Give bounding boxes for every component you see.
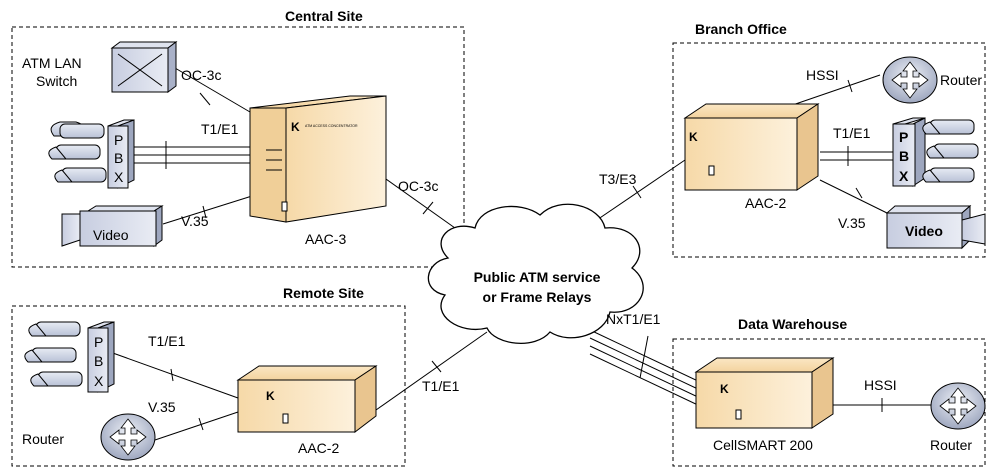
link-label-v35-central: V.35 — [181, 213, 209, 229]
router-warehouse-icon — [930, 382, 986, 430]
phone-icon — [50, 121, 105, 139]
branch-office-title: Branch Office — [695, 21, 787, 37]
atm-lan-switch — [110, 41, 178, 93]
link-label-nxt1e1: NxT1/E1 — [606, 311, 661, 327]
aac2-remote-label: AAC-2 — [298, 440, 339, 456]
remote-site-title: Remote Site — [283, 285, 364, 301]
aac2-remote-brand-icon: K — [266, 389, 275, 403]
router-branch-label: Router — [940, 72, 982, 88]
link-label-oc3c-wan: OC-3c — [398, 178, 438, 194]
atm-lan-switch-label-2: Switch — [36, 73, 77, 89]
aac3-device: K ATM ACCESS CONCENTRATOR — [249, 95, 387, 223]
link-label-hssi-branch: HSSI — [806, 67, 839, 83]
pbx-central — [48, 119, 135, 189]
central-site-title: Central Site — [285, 8, 363, 24]
aac3-label: AAC-3 — [305, 231, 346, 247]
phone-icon — [30, 371, 83, 387]
cellsmart-label: CellSMART 200 — [713, 437, 813, 453]
aac2-branch-device: K — [683, 103, 820, 191]
phone-icon — [922, 167, 975, 183]
phone-icon — [926, 143, 979, 159]
cellsmart-brand-icon: K — [720, 382, 729, 396]
router-warehouse-label: Router — [930, 437, 972, 453]
pbx-central-p: P — [114, 132, 123, 148]
aac2-branch-label: AAC-2 — [745, 195, 786, 211]
cloud-label-line2: or Frame Relays — [483, 289, 592, 305]
link-label-t1e1-central: T1/E1 — [201, 121, 239, 137]
link-label-hssi-warehouse: HSSI — [864, 377, 897, 393]
phone-icon — [28, 321, 81, 337]
data-warehouse-box — [672, 338, 986, 467]
pbx-remote-p: P — [94, 334, 103, 350]
atm-cloud: Public ATM service or Frame Relays — [427, 203, 644, 344]
data-warehouse-title: Data Warehouse — [738, 316, 847, 332]
central-site-box — [11, 26, 465, 268]
pbx-branch-b: B — [899, 148, 909, 164]
phone-icon — [922, 119, 975, 135]
branch-office-box — [672, 42, 986, 258]
cloud-label-line1: Public ATM service — [474, 269, 601, 285]
pbx-central-b: B — [114, 150, 123, 166]
link-label-t1e1-wan: T1/E1 — [422, 378, 460, 394]
phone-icon — [24, 347, 77, 363]
pbx-remote-x: X — [94, 373, 104, 389]
aac3-brand-icon: K — [291, 120, 300, 134]
phone-icon — [48, 144, 101, 160]
aac3-panel-text: ATM ACCESS CONCENTRATOR — [305, 124, 358, 128]
router-remote-label: Router — [22, 431, 64, 447]
link-label-t1e1-remote: T1/E1 — [148, 333, 186, 349]
link-label-oc3c-central: OC-3c — [181, 67, 221, 83]
pbx-remote — [24, 321, 115, 393]
cellsmart-device: K — [694, 357, 835, 429]
link-label-v35-branch: V.35 — [838, 215, 866, 231]
video-camera-central — [61, 205, 164, 247]
aac2-remote-device: K — [236, 365, 378, 434]
router-branch-icon — [882, 56, 938, 104]
pbx-branch-x: X — [899, 168, 909, 184]
pbx-branch — [892, 117, 979, 187]
connection-lines — [109, 67, 940, 441]
link-label-t3e3: T3/E3 — [599, 171, 637, 187]
aac2-branch-brand-icon: K — [689, 130, 698, 144]
video-branch-label: Video — [905, 223, 943, 239]
link-label-v35-remote: V.35 — [148, 399, 176, 415]
pbx-branch-p: P — [899, 129, 908, 145]
remote-site-box — [11, 305, 406, 467]
atm-lan-switch-label-1: ATM LAN — [22, 55, 82, 71]
video-camera-branch — [885, 204, 986, 250]
phone-icon — [54, 167, 107, 183]
router-remote-icon — [100, 413, 156, 461]
pbx-remote-b: B — [94, 353, 103, 369]
video-central-label: Video — [93, 227, 129, 243]
link-label-t1e1-branch: T1/E1 — [833, 125, 871, 141]
pbx-central-x: X — [114, 169, 124, 185]
